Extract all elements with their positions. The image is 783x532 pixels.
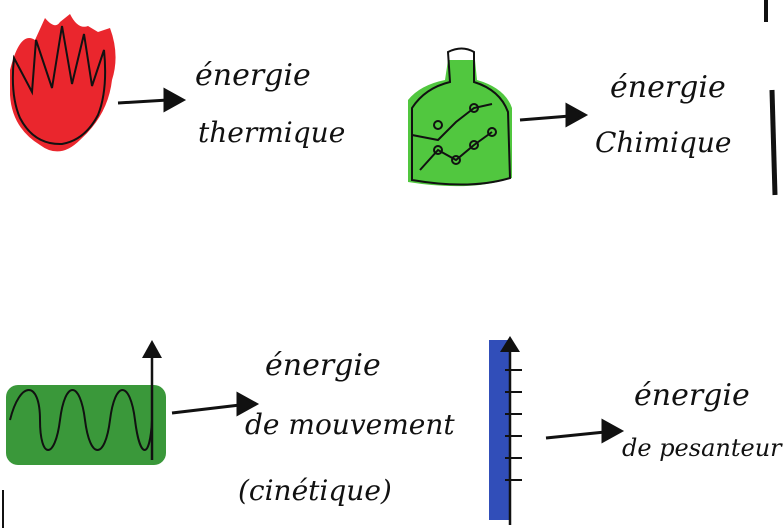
label-kinetic-line2: de mouvement [245, 410, 455, 439]
flask-icon [408, 49, 512, 187]
arrow-1 [118, 90, 183, 110]
label-gravity-line2: de pesanteur [622, 436, 782, 461]
label-chemical-line1: énergie [610, 72, 726, 104]
arrow-2 [520, 105, 585, 125]
label-chemical-line2: Chimique [595, 128, 731, 157]
label-kinetic-line3: (cinétique) [238, 476, 392, 505]
label-kinetic-line1: énergie [265, 350, 381, 382]
spring-icon [6, 340, 166, 465]
edge-mark-right [772, 90, 775, 195]
arrow-3 [172, 394, 256, 414]
label-thermal-line1: énergie [195, 60, 311, 92]
flame-icon [10, 14, 116, 151]
label-thermal-line2: thermique [198, 118, 345, 147]
label-gravity-line1: énergie [634, 380, 750, 412]
arrow-4 [546, 421, 621, 441]
column-scale-icon [489, 336, 522, 525]
